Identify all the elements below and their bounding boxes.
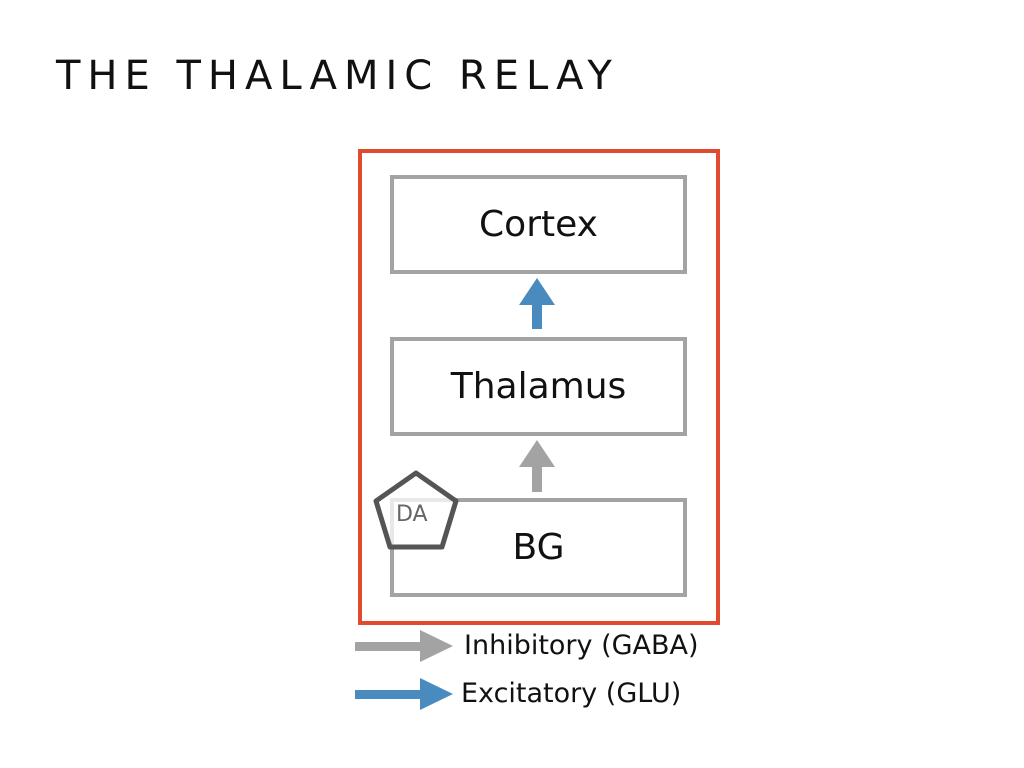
da-pentagon-icon [373,470,459,550]
da-label: DA [396,502,428,527]
page-title: THE THALAMIC RELAY [56,53,619,99]
legend-inhibitory-arrow-icon [355,630,453,662]
thalamus-label: Thalamus [450,365,627,407]
excitatory-arrow-thalamus-to-cortex [519,278,555,329]
thalamus-node: Thalamus [390,337,687,436]
cortex-label: Cortex [479,203,598,245]
legend-excitatory-arrow-icon [355,678,453,710]
circuit-frame [358,149,720,625]
legend-inhibitory-label: Inhibitory (GABA) [464,630,699,661]
bg-label: BG [512,526,565,568]
cortex-node: Cortex [390,175,687,274]
legend-excitatory-label: Excitatory (GLU) [461,678,682,709]
inhibitory-arrow-bg-to-thalamus [519,440,555,492]
